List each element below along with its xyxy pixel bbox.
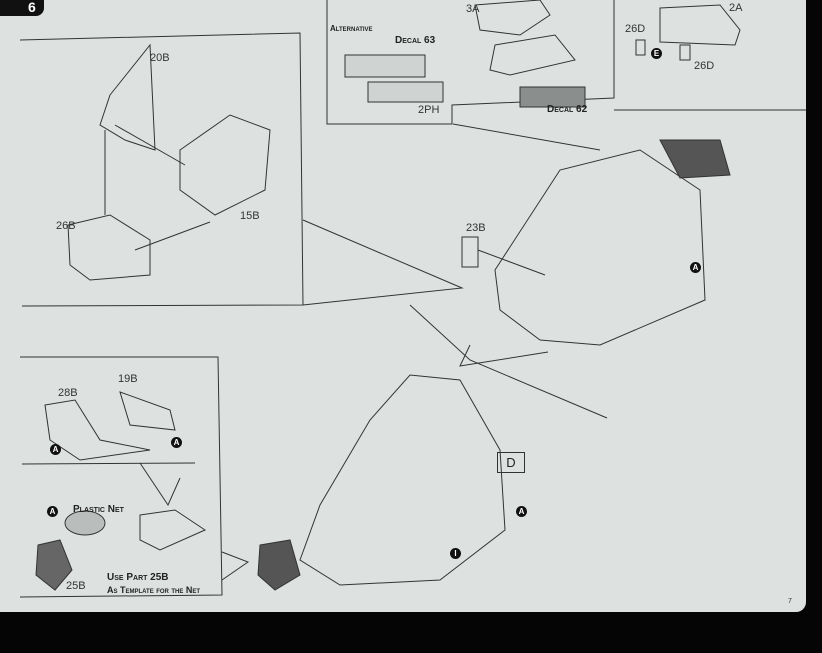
decal-63-a: [344, 54, 426, 78]
part-28b: [44, 399, 151, 461]
label-26d-b: 26D: [694, 60, 715, 72]
marker-a-net: A: [47, 506, 58, 517]
decal-62: [519, 86, 586, 108]
instrument-panel: [489, 34, 576, 76]
label-26b: 26B: [56, 220, 76, 232]
step-number: 6: [0, 0, 44, 16]
seat-part: [659, 139, 731, 179]
alternative-label: Alternative: [330, 24, 373, 33]
label-19b: 19B: [118, 373, 138, 385]
label-2ph: 2PH: [418, 104, 440, 116]
marker-a-19b: A: [171, 437, 182, 448]
panel-bottom-left-frame: [19, 356, 223, 598]
part-26b: [67, 214, 151, 281]
part-25b-main: [257, 539, 301, 591]
note-line-2: As Template for the Net: [107, 585, 201, 595]
page-number: 7: [788, 598, 792, 605]
label-20b: 20B: [150, 52, 170, 64]
decal-63-label: Decal 63: [395, 35, 436, 46]
marker-a-upper: A: [690, 262, 701, 273]
label-23b: 23B: [466, 222, 486, 234]
panel-top-left-frame: [19, 32, 304, 307]
panel-top-center-frame: [326, 0, 615, 125]
plastic-net-label: Plastic Net: [73, 504, 124, 515]
label-2a: 2A: [729, 2, 743, 14]
part-19b: [119, 391, 176, 431]
plastic-net: [64, 510, 106, 536]
label-3a: 3A: [466, 3, 480, 15]
part-3a: [474, 0, 551, 36]
instruction-sheet: 6 20B 26B 15B 3A Alternative Decal 63 2P…: [0, 0, 806, 612]
box-d: D: [497, 452, 525, 473]
label-28b: 28B: [58, 387, 78, 399]
marker-e: E: [651, 48, 662, 59]
marker-a-lower: A: [516, 506, 527, 517]
part-25b: [35, 539, 73, 591]
note-line-1: Use Part 25B: [107, 572, 169, 583]
decal-63-b: [367, 81, 444, 103]
cockpit-fuselage: [494, 149, 706, 346]
part-20b: [99, 43, 156, 151]
part-2a: [659, 4, 741, 46]
decal-62-label: Decal 62: [547, 104, 588, 115]
label-25b: 25B: [66, 580, 86, 592]
part-15b-cockpit: [179, 114, 271, 216]
label-15b: 15B: [240, 210, 260, 222]
lower-fuselage: [299, 374, 506, 586]
marker-a-28b: A: [50, 444, 61, 455]
part-23b: [461, 236, 479, 268]
label-26d-a: 26D: [625, 23, 646, 35]
marker-i: I: [450, 548, 461, 559]
assembly-diagram: [19, 0, 806, 598]
grille-housing: [139, 509, 207, 551]
